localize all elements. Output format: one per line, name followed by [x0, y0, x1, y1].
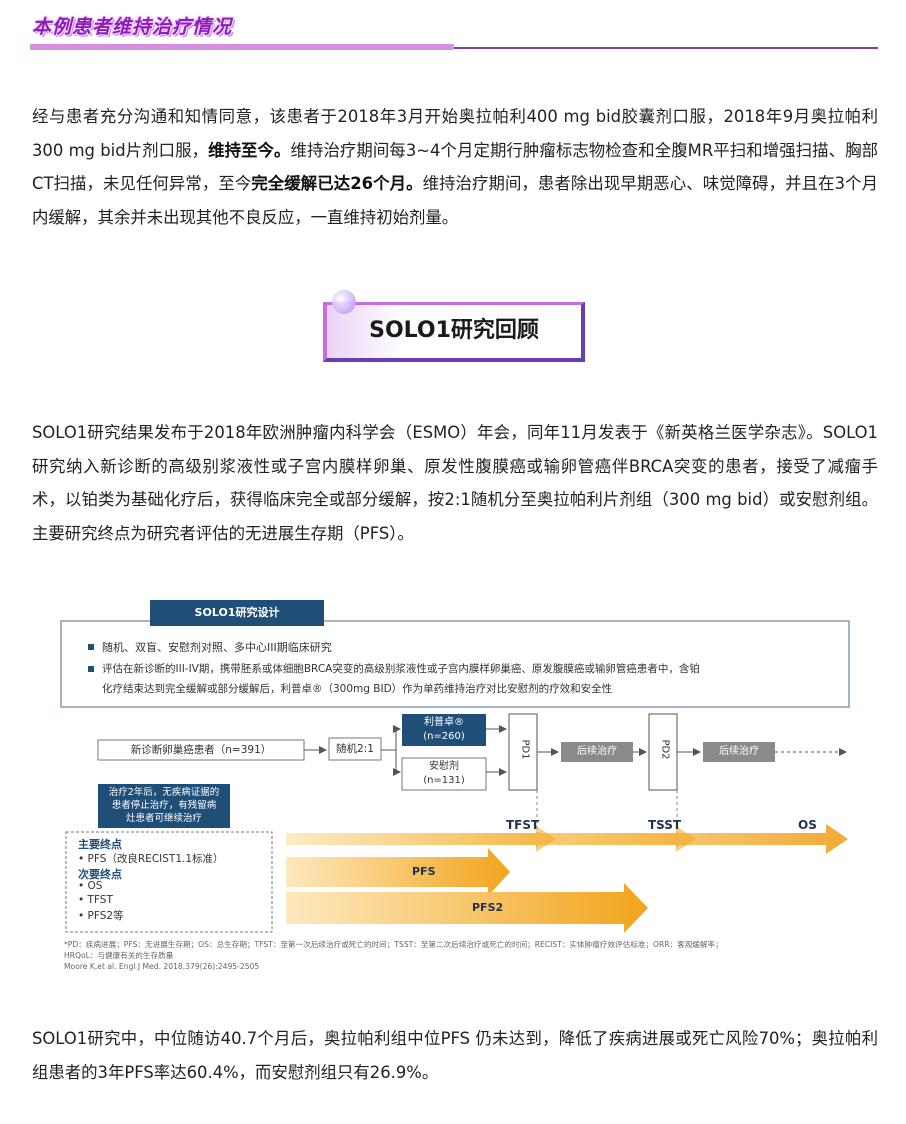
subsequent1-box: [561, 742, 633, 762]
primary-endpoint-item: • PFS（改良RECIST1.1标准）: [78, 853, 224, 865]
secondary-endpoint-item: • OS: [78, 880, 103, 892]
design-bullet-2-line1: 评估在新诊断的III-IV期，携带胚系或体细胞BRCA突变的高级别浆液性或子宫内…: [102, 663, 700, 675]
secondary-endpoint-item: • TFST: [78, 894, 113, 906]
endpoints-box: [65, 831, 273, 933]
tsst-label: TSST: [648, 818, 682, 832]
case-paragraph: 经与患者充分沟通和知情同意，该患者于2018年3月开始奥拉帕利400 mg bi…: [32, 107, 878, 227]
design-bullet-1: 随机、双盲、安慰剂对照、多中心III期临床研究: [102, 641, 332, 654]
arm2-label: 安慰剂(n=131): [423, 761, 465, 786]
solo1-design-diagram: SOLO1研究设计 随机、双盲、安慰剂对照、多中心III期临床研究 评估在新诊断…: [36, 592, 872, 976]
footnote-line2: HRQoL：与健康有关的生存质量: [64, 951, 174, 960]
design-bullet-2-line2: 化疗结束达到完全缓解或部分缓解后，利普卓®（300mg BID）作为单药维持治疗…: [102, 683, 613, 695]
study-intro-paragraph: SOLO1研究结果发布于2018年欧洲肿瘤内科学会（ESMO）年会，同年11月发…: [32, 423, 878, 543]
pd1-label: PD1: [519, 739, 531, 760]
results-paragraph: SOLO1研究中，中位随访40.7个月后，奥拉帕利组中位PFS 仍未达到，降低了…: [32, 1029, 878, 1082]
section-header-title: 本例患者维持治疗情况: [32, 16, 233, 38]
randomize-label: 随机2:1: [336, 743, 374, 755]
bullet-square-1: [88, 644, 94, 650]
design-frame: [60, 620, 850, 708]
subsequent2-label: 后续治疗: [719, 746, 759, 757]
note-box: [98, 784, 230, 828]
pfs2-arrow: [286, 883, 648, 933]
pfs2-label: PFS2: [472, 901, 504, 914]
secondary-endpoint-title: 次要终点: [78, 868, 122, 881]
subsequent1-label: 后续治疗: [577, 746, 617, 757]
arm1-label: 利普卓®(n=260): [423, 717, 465, 742]
footnote-line1: *PD：疾病进展；PFS：无进展生存期；OS：总生存期；TFST：至第一次后续治…: [64, 940, 723, 949]
design-label: SOLO1研究设计: [194, 606, 280, 619]
pfs-label: PFS: [412, 865, 436, 878]
pfs-arrow: [286, 848, 510, 896]
design-label-bg: [150, 600, 324, 626]
pd2-box: [648, 713, 678, 791]
section-title: SOLO1研究回顾: [369, 318, 539, 343]
diagram-graphics: [60, 600, 850, 933]
arm1-box: [402, 714, 486, 746]
tfst-label: TFST: [506, 818, 540, 832]
pd1-box: [508, 713, 538, 791]
tfst-arrow: [286, 826, 556, 852]
note-label: 治疗2年后，无疾病证据的患者停止治疗，有残留病灶患者可继续治疗: [108, 787, 220, 824]
pd2-label: PD2: [659, 739, 671, 760]
bubble-decoration-icon: [332, 290, 356, 314]
section-title-frame: [323, 302, 585, 362]
reference: Moore K,et al. Engl J Med. 2018,379(26):…: [64, 962, 260, 971]
subsequent2-box: [703, 742, 775, 762]
header-underline-line: [454, 47, 878, 49]
primary-endpoint-title: 主要终点: [78, 838, 122, 851]
patients-label: 新诊断卵巢癌患者（n=391）: [130, 744, 272, 756]
bullet-square-2: [88, 666, 94, 672]
secondary-endpoint-item: • PFS2等: [78, 910, 124, 922]
arm2-box: [401, 757, 487, 791]
randomize-box: [328, 737, 382, 761]
header-underline-bar: [30, 44, 454, 50]
os-label: OS: [798, 818, 817, 832]
